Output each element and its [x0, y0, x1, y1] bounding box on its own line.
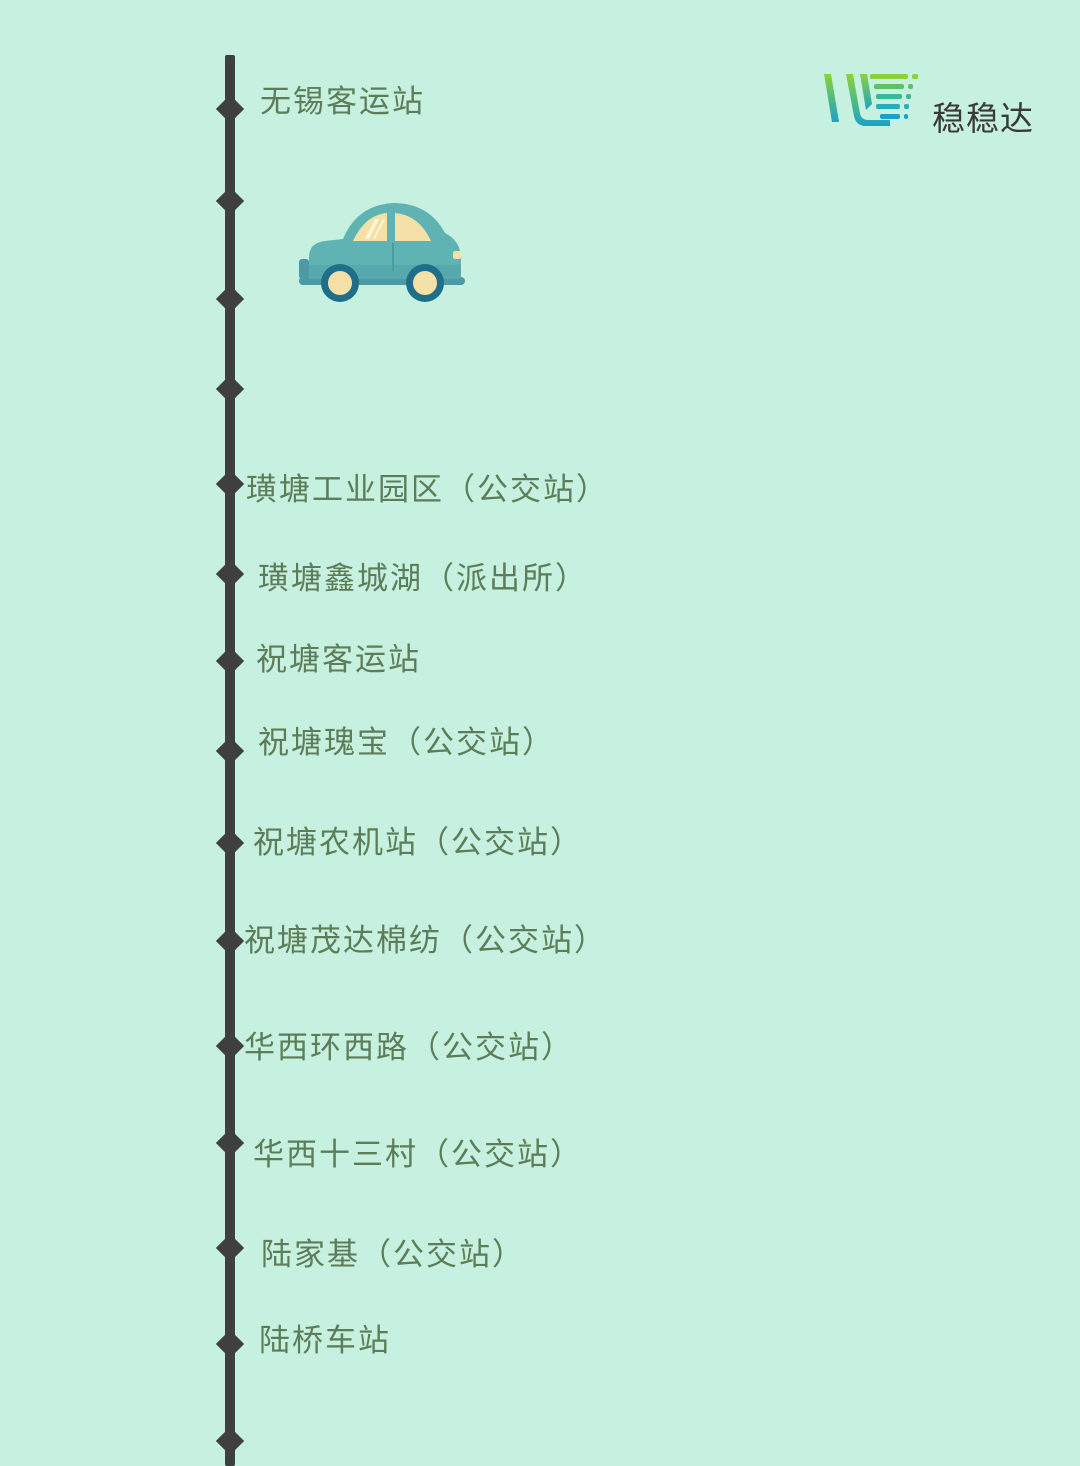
timeline-marker — [215, 559, 245, 589]
stop-label-zhutang-maoda-mianfang: 祝塘茂达棉纺（公交站） — [244, 923, 607, 959]
timeline-marker — [215, 736, 245, 766]
stop-label-zhutang-nongjizhan: 祝塘农机站（公交站） — [253, 825, 583, 861]
timeline-marker — [215, 828, 245, 858]
stop-label-huaxi-shisancun: 华西十三村（公交站） — [253, 1137, 583, 1173]
brand-name: 稳稳达 — [932, 99, 1034, 138]
timeline-marker — [215, 374, 245, 404]
wwd-logo-icon — [824, 74, 918, 126]
brand-logo: 稳稳达 — [820, 70, 1050, 140]
timeline-marker — [215, 646, 245, 676]
stop-label-luqiao-station: 陆桥车站 — [259, 1323, 391, 1359]
stop-label-zhutang-guibao: 祝塘瑰宝（公交站） — [258, 725, 555, 761]
timeline-marker — [215, 1329, 245, 1359]
timeline-marker — [215, 469, 245, 499]
car-icon — [295, 195, 470, 310]
timeline-marker — [215, 1128, 245, 1158]
stop-label-wuxi-bus-station: 无锡客运站 — [260, 84, 425, 120]
timeline-marker — [215, 284, 245, 314]
timeline-marker — [215, 1031, 245, 1061]
stop-label-huangtang-industrial-park: 璜塘工业园区（公交站） — [246, 472, 609, 508]
timeline-marker — [215, 1233, 245, 1263]
timeline-marker — [215, 926, 245, 956]
timeline-marker — [215, 186, 245, 216]
stop-label-zhutang-bus-station: 祝塘客运站 — [256, 642, 421, 678]
timeline-marker — [215, 1426, 245, 1456]
timeline-marker — [215, 94, 245, 124]
stop-label-huaxi-huanxi-road: 华西环西路（公交站） — [244, 1030, 574, 1066]
stop-label-lujiaji: 陆家基（公交站） — [261, 1237, 525, 1273]
stop-label-huangtang-xinchenghu: 璜塘鑫城湖（派出所） — [258, 561, 588, 597]
